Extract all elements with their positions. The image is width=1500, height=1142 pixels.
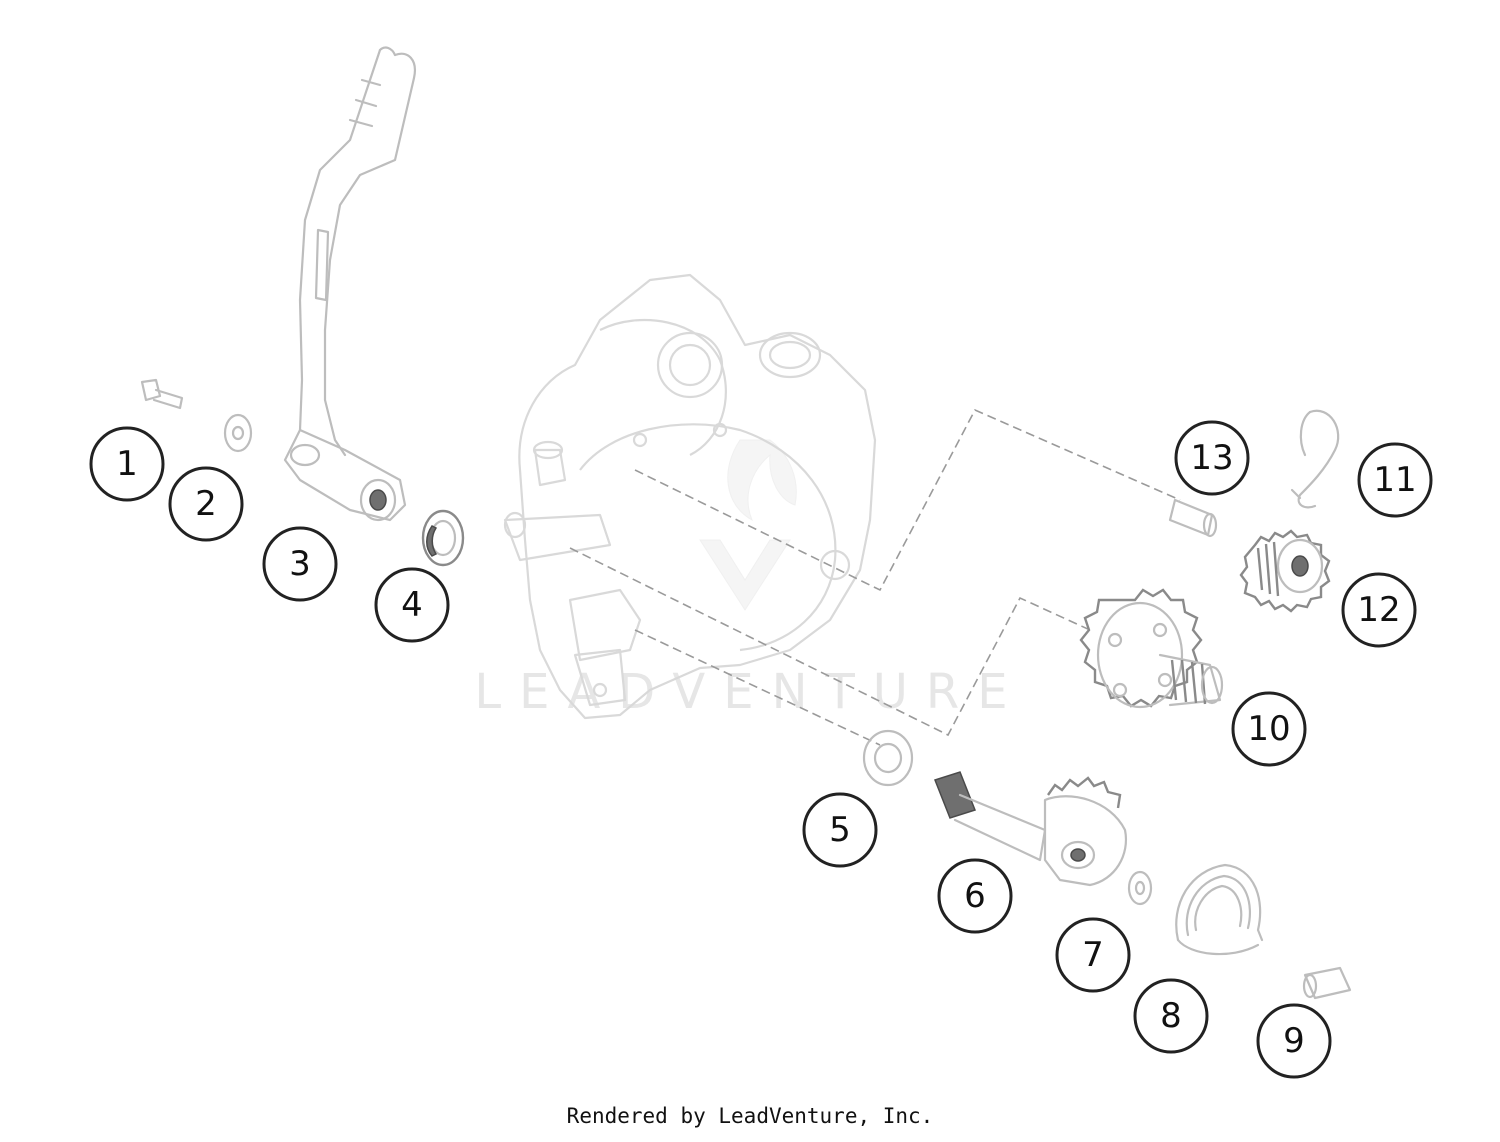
- callout-7-number: 7: [1082, 935, 1104, 975]
- callout-4: 4: [374, 567, 450, 643]
- part-2-washer: [223, 413, 253, 453]
- part-10-intermediate-gear: [1079, 588, 1224, 709]
- part-6-kickstart-shaft: [934, 771, 1128, 887]
- callout-4-number: 4: [401, 585, 423, 625]
- footer-credit: Rendered by LeadVenture, Inc.: [566, 1104, 934, 1128]
- callout-1: 1: [89, 426, 165, 502]
- callout-9: 9: [1256, 1003, 1332, 1079]
- watermark-logo: [699, 439, 797, 611]
- callout-8: 8: [1133, 978, 1209, 1054]
- callouts: 1 2 3 4 5 6 7 8 9 10 11 12 13: [89, 420, 1433, 1079]
- callout-11: 11: [1357, 442, 1433, 518]
- part-12-idler-gear: [1239, 529, 1331, 613]
- callout-11-number: 11: [1373, 460, 1416, 500]
- engine-case: [503, 273, 877, 720]
- callout-10-number: 10: [1247, 709, 1290, 749]
- callout-1-number: 1: [116, 444, 138, 484]
- leader-10: [569, 547, 1091, 737]
- callout-2-number: 2: [195, 484, 217, 524]
- callout-6-number: 6: [964, 876, 986, 916]
- callout-7: 7: [1055, 917, 1131, 993]
- leader-lines: [569, 408, 1181, 746]
- callout-6: 6: [937, 858, 1013, 934]
- callout-9-number: 9: [1283, 1021, 1305, 1061]
- callout-12: 12: [1341, 572, 1417, 648]
- part-5-washer: [862, 729, 914, 787]
- part-13-dowel-pin: [1168, 498, 1218, 538]
- part-8-kickstart-spring: [1175, 863, 1264, 956]
- callout-3-number: 3: [289, 544, 311, 584]
- part-9-pin: [1302, 966, 1352, 1000]
- callout-8-number: 8: [1160, 996, 1182, 1036]
- callout-5-number: 5: [829, 810, 851, 850]
- part-7-washer: [1127, 870, 1153, 906]
- part-3-kick-lever: [283, 46, 416, 522]
- callout-2: 2: [168, 466, 244, 542]
- part-4-shaft-seal: [421, 509, 465, 567]
- callout-5: 5: [802, 792, 878, 868]
- leader-5: [634, 629, 881, 746]
- callout-10: 10: [1231, 691, 1307, 767]
- part-11-circlip: [1290, 409, 1340, 509]
- callout-13-number: 13: [1190, 438, 1233, 478]
- callout-12-number: 12: [1357, 590, 1400, 630]
- callout-3: 3: [262, 526, 338, 602]
- callout-13: 13: [1174, 420, 1250, 496]
- leader-13: [634, 408, 1181, 592]
- watermark-text: LEADVENTURE: [474, 664, 1025, 720]
- part-1-bolt: [140, 378, 184, 410]
